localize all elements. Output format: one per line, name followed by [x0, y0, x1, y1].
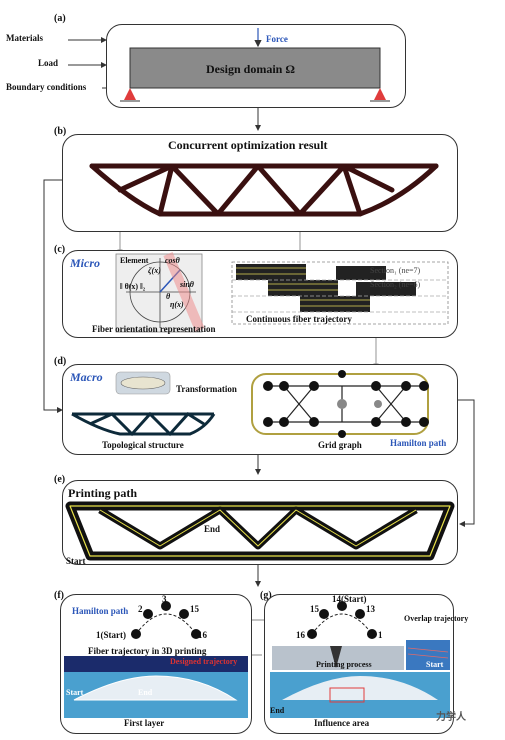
first-layer-label: First layer [124, 718, 165, 728]
panel-f-label: (f) [54, 590, 64, 601]
force-label: Force [266, 34, 288, 44]
panel-c-label: (c) [54, 244, 66, 255]
grid-graph-label: Grid graph [318, 440, 362, 450]
node-15: 15 [190, 604, 199, 614]
node-15-g: 15 [310, 604, 319, 614]
macro-title: Macro [70, 370, 103, 384]
concurrent-result-title: Concurrent optimization result [168, 138, 328, 152]
left-support-icon [124, 88, 136, 100]
overlap-trajectory-label: Overlap trajectory [404, 614, 469, 623]
norm-label: ‖ θ(x) ‖₂ [120, 282, 146, 291]
design-domain-rect [129, 47, 381, 89]
node-16: 16 [198, 630, 207, 640]
start-g-label: Start [426, 660, 444, 669]
end-g-label: End [270, 706, 285, 715]
node-3: 3 [162, 594, 167, 604]
node-13-g: 13 [366, 604, 375, 614]
d-to-e-side-arrow [443, 399, 475, 527]
load-label: Load [38, 58, 59, 68]
panel-g-label: (g) [260, 590, 272, 601]
materials-label: Materials [6, 33, 43, 43]
panel-d-label: (d) [54, 356, 67, 367]
fiber-orientation-label: Fiber orientation representation [92, 324, 216, 334]
boundary-conditions-label: Boundary conditions [6, 82, 87, 92]
section1-label: Section₁ (ne=7) [370, 266, 421, 275]
design-domain-label: Design domain Ω [206, 62, 295, 76]
micro-title: Micro [70, 256, 100, 270]
printing-path-title: Printing path [68, 486, 138, 500]
node-16-g: 16 [296, 630, 305, 640]
node-1-start: 1(Start) [96, 630, 126, 640]
section2-label: Section₂ (ne=6) [370, 280, 421, 289]
right-support-icon [374, 88, 386, 100]
printing-process-label: Printing process [316, 660, 372, 669]
continuous-fiber-label: Continuous fiber trajectory [246, 314, 352, 324]
start-label: Start [66, 556, 86, 566]
watermark: 力学人 [436, 712, 466, 723]
eta-label: η(x) [170, 300, 184, 309]
panel-b-label: (b) [54, 126, 67, 137]
element-label: Element [120, 256, 149, 265]
node-2: 2 [138, 604, 143, 614]
sin-label: sinθ [180, 280, 194, 289]
fiber-trajectory-3d-label: Fiber trajectory in 3D printing [88, 646, 207, 656]
cos-label: cosθ [165, 256, 180, 265]
flow-arrows [43, 108, 475, 587]
panel-e-label: (e) [54, 474, 66, 485]
node-1-g: 1 [378, 630, 383, 640]
theta-label: θ [166, 292, 171, 301]
hamilton-path-label: Hamilton path [390, 438, 447, 448]
node-14-start: 14(Start) [332, 594, 367, 604]
zeta-label: ζ(x) [148, 266, 161, 275]
end-label: End [204, 524, 221, 534]
transformation-label: Transformation [176, 384, 237, 394]
hamilton-path-f-label: Hamilton path [72, 606, 129, 616]
influence-area-label: Influence area [314, 718, 370, 728]
topological-structure-label: Topological structure [102, 440, 184, 450]
designed-trajectory-label: Designed trajectory [170, 657, 238, 666]
panel-a-label: (a) [54, 13, 66, 24]
b-to-d-arrow [43, 179, 63, 413]
end-f-label: End [138, 688, 153, 697]
start-f-label: Start [66, 688, 84, 697]
